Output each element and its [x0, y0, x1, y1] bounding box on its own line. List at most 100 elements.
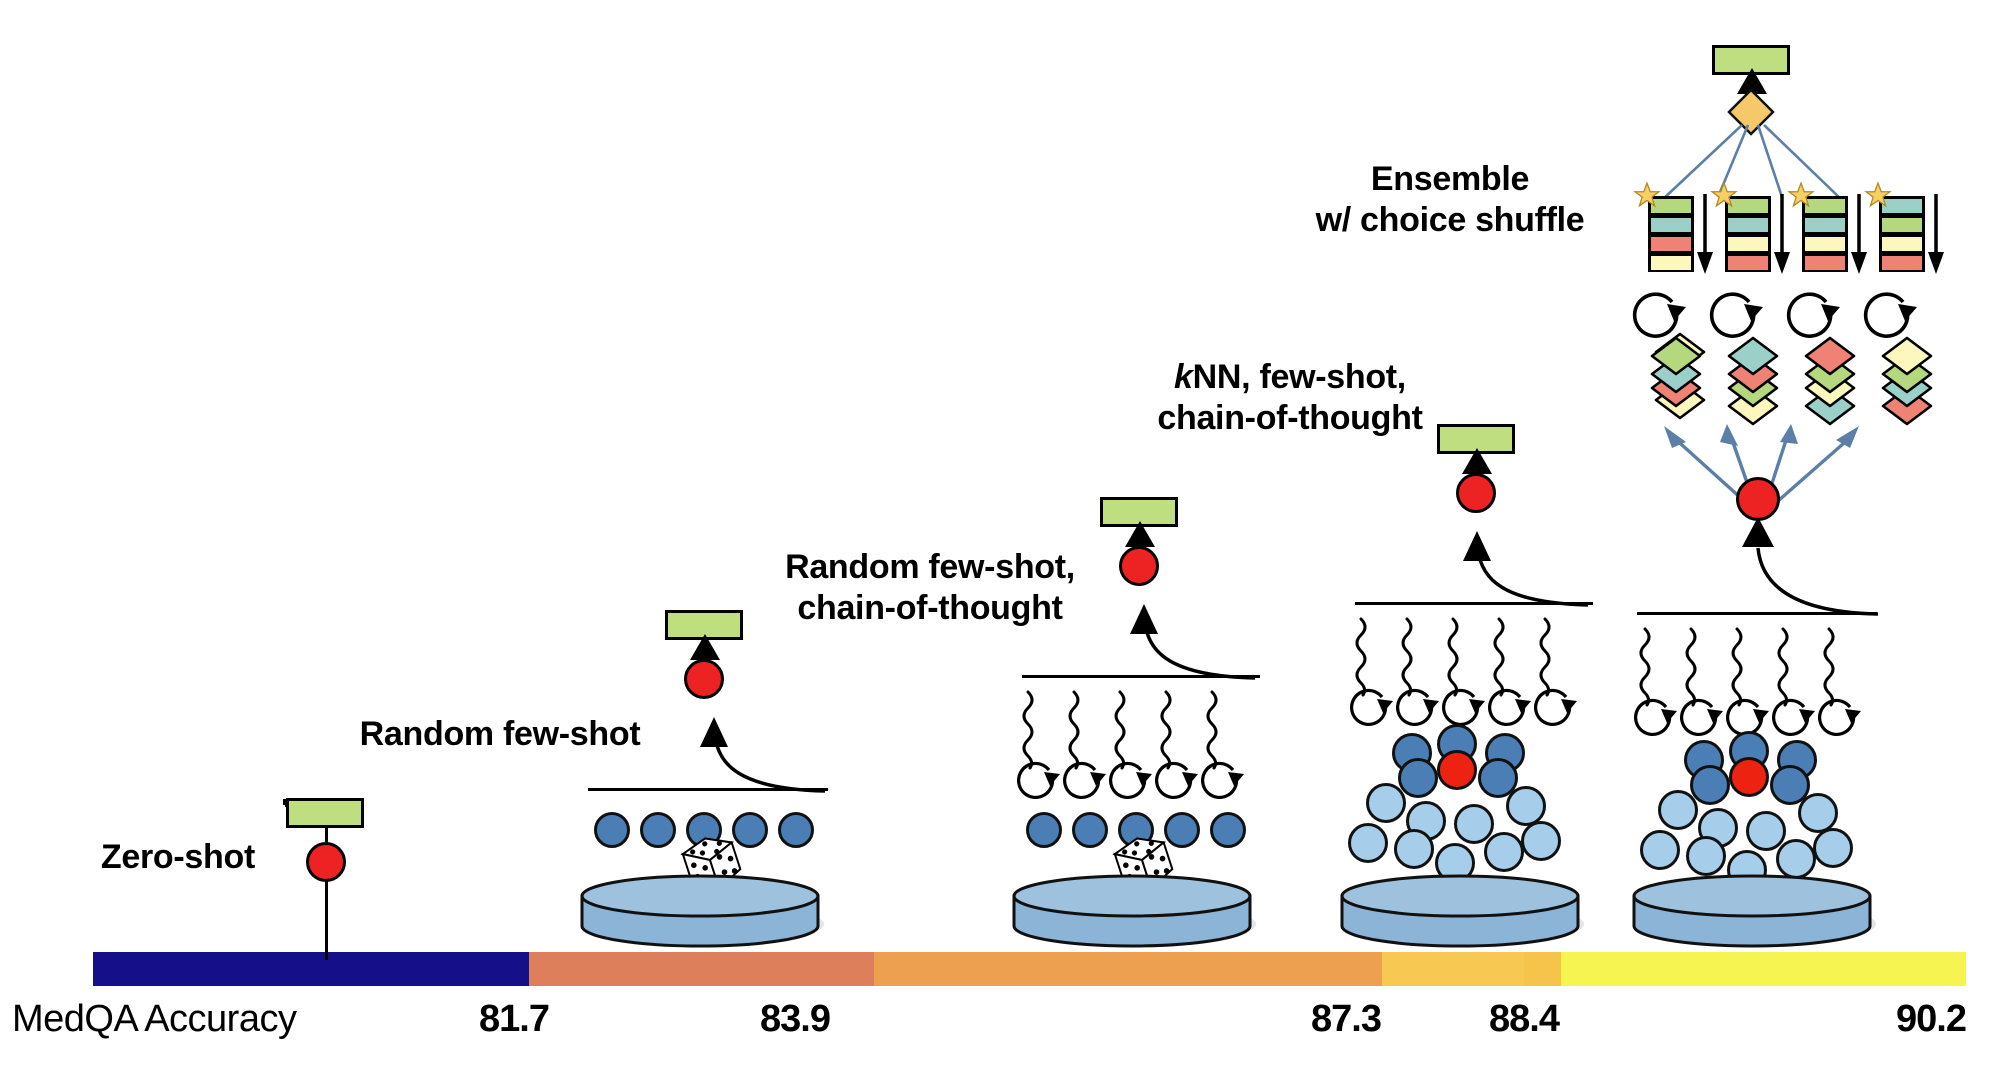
random-few-shot-cot-example-dot: [1026, 812, 1062, 848]
zero-shot-model-dot: [306, 842, 346, 882]
option-row-yellow: [1802, 234, 1848, 253]
knn-corpus-dot: [1454, 804, 1494, 844]
option-row-teal: [1879, 196, 1925, 215]
knn-corpus-dot: [1776, 839, 1816, 879]
zero-shot-stem: [325, 855, 328, 960]
knn-corpus-dot: [1640, 830, 1680, 870]
ensemble-divider: [1637, 612, 1877, 615]
random-few-shot-example-dot: [640, 812, 676, 848]
knn-neighbor-dot: [1690, 765, 1730, 805]
knn-rest: NN, few-shot,: [1192, 358, 1407, 396]
knn-few-shot-cot-divider: [1355, 602, 1593, 605]
knn-corpus-dot: [1484, 832, 1524, 872]
knn-few-shot-cot-arrowhead-top: [1462, 448, 1492, 474]
method-label-knn-few-shot-cot-line1: kNN, few-shot,: [1090, 358, 1490, 397]
random-few-shot-cot-example-dot: [1164, 812, 1200, 848]
option-row-green: [1879, 215, 1925, 234]
random-few-shot-model-dot: [684, 659, 724, 699]
knn-corpus-dot: [1686, 836, 1726, 876]
knn-corpus-dot: [1394, 829, 1434, 869]
star-icon: [1787, 181, 1815, 208]
ensemble-down-arrow: [1928, 194, 1944, 274]
colorbar-segment-random-few-shot-cot: [874, 952, 1382, 986]
ensemble-down-arrow: [1697, 194, 1713, 274]
dataset-cylinder: [1012, 874, 1256, 948]
knn-corpus-dot: [1348, 823, 1388, 863]
tick-83-9: 83.9: [760, 998, 831, 1040]
option-row-green: [1802, 196, 1848, 215]
knn-corpus-dot: [1506, 786, 1546, 826]
option-row-teal: [1725, 215, 1771, 234]
knn-corpus-dot: [1746, 811, 1786, 851]
ensemble-arrowhead-top: [1737, 68, 1767, 94]
method-label-random-few-shot: Random few-shot: [359, 715, 641, 753]
knn-neighbor-dot: [1398, 758, 1438, 798]
knn-corpus-dot: [1798, 793, 1838, 833]
axis-title: MedQA Accuracy: [12, 998, 297, 1040]
colorbar-segment-ensemble: [1561, 952, 1966, 986]
option-row-red: [1648, 234, 1694, 253]
cot-loop-icons: [1017, 761, 1244, 800]
knn-corpus-dot: [1366, 783, 1406, 823]
ensemble-loop-icons: [1632, 292, 1917, 338]
ensemble-aggregator-diamond: [1727, 88, 1775, 136]
ensemble-down-arrow: [1851, 194, 1867, 274]
chain-of-thought-squiggles: [1355, 617, 1551, 697]
star-icon: [1710, 181, 1738, 208]
dataset-cylinder: [1632, 874, 1876, 948]
ensemble-option-stack: [1802, 196, 1848, 272]
option-row-teal: [1802, 215, 1848, 234]
option-row-green: [1648, 196, 1694, 215]
option-row-yellow: [1648, 253, 1694, 272]
random-few-shot-example-dot: [594, 812, 630, 848]
option-row-yellow: [1879, 234, 1925, 253]
random-few-shot-cot-model-dot: [1119, 546, 1159, 586]
star-icon: [1633, 181, 1661, 208]
cot-loop-icons: [1634, 698, 1861, 737]
tick-88-4: 88.4: [1489, 998, 1560, 1040]
method-label-random-few-shot-cot-line2: chain-of-thought: [797, 589, 1063, 627]
knn-italic-k: k: [1174, 358, 1193, 396]
random-few-shot-arrowhead-top: [690, 634, 720, 660]
ensemble-option-stack: [1725, 196, 1771, 272]
star-icon: [1864, 181, 1892, 208]
method-label-zero-shot: Zero-shot: [100, 838, 255, 876]
method-label-ensemble-line1: Ensemble: [1370, 160, 1530, 198]
choice-shuffle-diamond-stacks: [1650, 332, 1933, 426]
knn-query-dot: [1729, 757, 1769, 797]
cot-loop-icons: [1350, 688, 1577, 727]
tick-87-3: 87.3: [1311, 998, 1382, 1040]
method-label-knn-few-shot-cot-line2: chain-of-thought: [1157, 399, 1423, 437]
knn-query-dot: [1437, 750, 1477, 790]
colorbar-segment-zero-shot: [93, 952, 529, 986]
ensemble-option-stack: [1648, 196, 1694, 272]
colorbar-segment-random-few-shot: [529, 952, 874, 986]
knn-corpus-dot: [1813, 828, 1853, 868]
random-few-shot-divider: [588, 788, 828, 791]
knn-corpus-dot: [1658, 790, 1698, 830]
option-row-red: [1879, 253, 1925, 272]
ensemble-vote-lines: [1661, 124, 1843, 201]
random-few-shot-example-dot: [778, 812, 814, 848]
method-label-random-few-shot-cot-line1: Random few-shot,: [785, 548, 1075, 586]
option-row-yellow: [1725, 234, 1771, 253]
random-few-shot-cot-divider: [1022, 675, 1260, 678]
option-row-green: [1725, 196, 1771, 215]
option-row-red: [1802, 253, 1848, 272]
method-label-ensemble-line2: w/ choice shuffle: [1315, 201, 1585, 239]
colorbar-segment-knn-few-shot-cot-2: [1524, 952, 1561, 986]
zero-shot-output-box: [286, 798, 364, 828]
knn-few-shot-cot-model-dot: [1456, 473, 1496, 513]
accuracy-colorbar: [93, 952, 1966, 986]
choice-shuffle-fanout-arrows: [1664, 424, 1859, 510]
ensemble-arrowhead-lower: [1742, 517, 1774, 547]
random-few-shot-cot-example-dot: [1072, 812, 1108, 848]
random-few-shot-example-dot: [732, 812, 768, 848]
chain-of-thought-squiggles: [1022, 690, 1218, 770]
tick-90-2: 90.2: [1896, 998, 1967, 1040]
dataset-cylinder: [580, 874, 824, 948]
tick-81-7: 81.7: [479, 998, 550, 1040]
ensemble-option-stack: [1879, 196, 1925, 272]
colorbar-segment-knn-few-shot-cot: [1382, 952, 1524, 986]
